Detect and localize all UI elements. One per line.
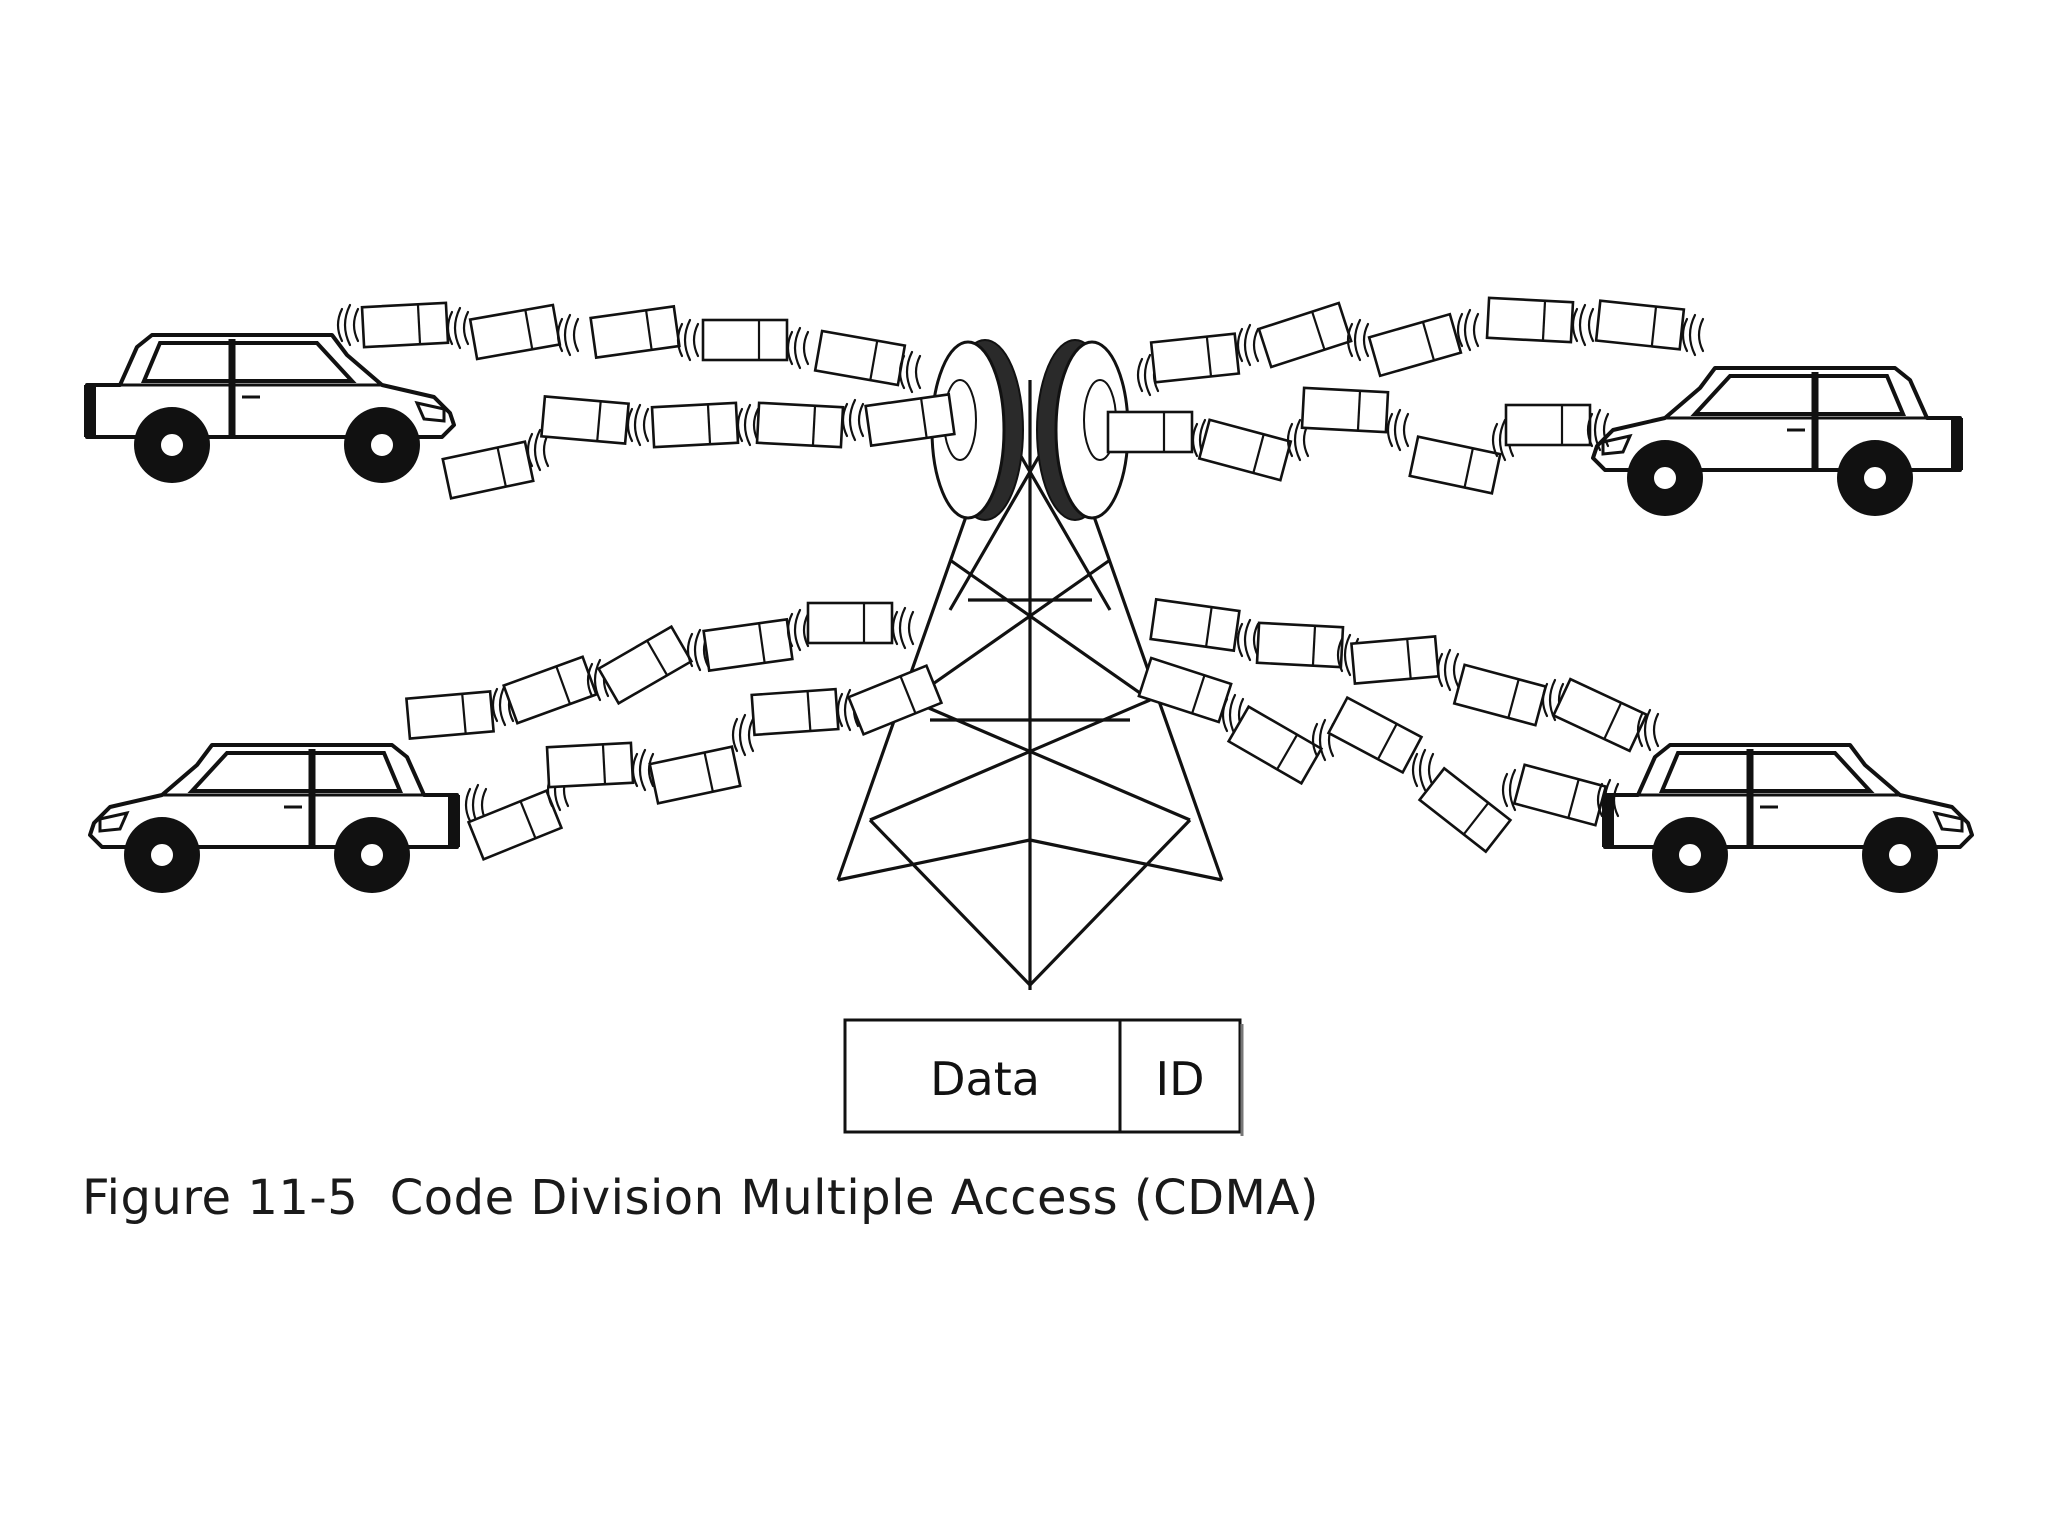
data-id-frame: Data ID [843, 1018, 1244, 1136]
antenna-dish-icon [930, 339, 1130, 521]
car-icon [84, 335, 454, 483]
data-packet-stream [1106, 386, 1610, 495]
id-field-label: ID [1156, 1052, 1205, 1106]
car-icon [90, 745, 460, 893]
car-icon [1602, 745, 1972, 893]
data-packet-stream [441, 393, 956, 500]
data-packet-stream [1136, 296, 1705, 397]
figure-caption: Figure 11-5 Code Division Multiple Acces… [82, 1170, 1320, 1226]
data-field-label: Data [930, 1052, 1040, 1106]
car-icon [1593, 368, 1963, 516]
data-packet-stream [336, 301, 922, 394]
